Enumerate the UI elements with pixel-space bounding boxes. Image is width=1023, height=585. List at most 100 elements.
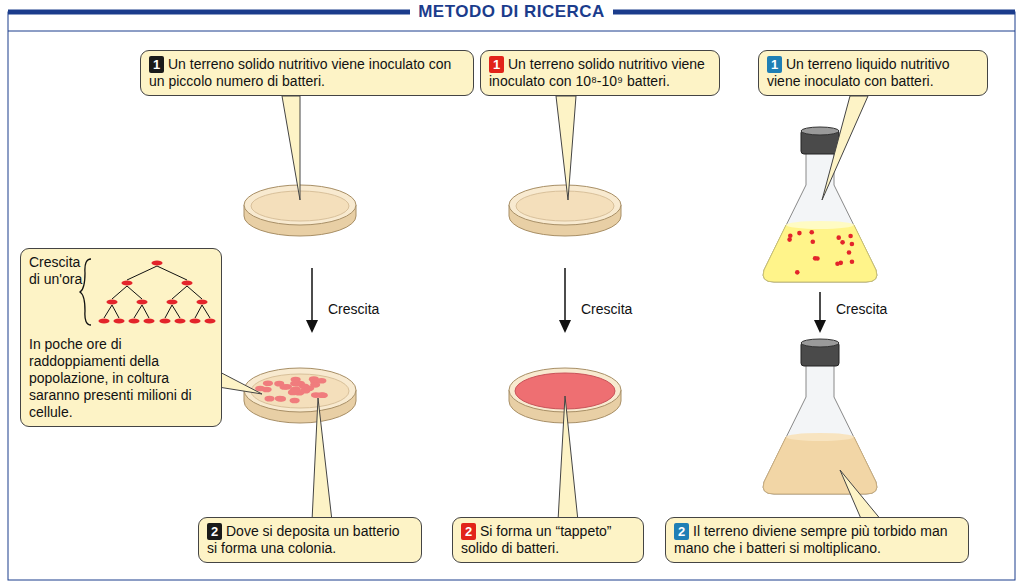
tree-branch (187, 286, 202, 299)
step-label: Crescita (836, 301, 887, 318)
cap-top (801, 339, 839, 347)
tree-branch (134, 305, 142, 318)
cell (114, 318, 125, 323)
bacterium (848, 234, 853, 239)
liquid-surface (786, 433, 854, 441)
colony (291, 377, 301, 383)
callout-text: Il terreno diviene sempre più torbido ma… (674, 523, 947, 556)
title-rule (8, 31, 1015, 32)
tree-branch (142, 305, 149, 318)
dish-rim (509, 185, 621, 225)
bacterium (788, 233, 793, 238)
arrow-shaft (311, 268, 313, 322)
title: METODO DI RICERCA (410, 2, 613, 21)
liquid-surface (786, 221, 854, 229)
liquid-medium (763, 225, 877, 282)
cell (144, 318, 155, 323)
flask-glass (763, 364, 877, 494)
callout-text: Un terreno solido nutritivo viene inocul… (489, 56, 705, 89)
tree-branch (195, 305, 202, 318)
callout-tail (840, 470, 882, 521)
cell (99, 318, 110, 323)
doubling-tree (79, 255, 219, 331)
callout-text-line: 1Un terreno solido nutritivo viene inocu… (149, 56, 465, 90)
colony (316, 378, 326, 384)
callout-box: 1Un terreno liquido nutritivo viene inoc… (758, 50, 988, 96)
colony (265, 396, 275, 402)
colony (279, 384, 289, 390)
step-number: 1 (149, 56, 164, 73)
dish-rim (244, 368, 356, 412)
tree-branch (172, 286, 187, 299)
growth-label: Crescita di un'ora (29, 254, 83, 336)
flask (763, 339, 877, 494)
dish-medium (251, 374, 349, 408)
callout-tail (822, 96, 868, 200)
step-label: Crescita (328, 301, 379, 318)
callout-box: 1Un terreno solido nutritivo viene inocu… (480, 50, 720, 96)
brace (80, 259, 91, 325)
cell (137, 299, 148, 304)
step-label: Crescita (581, 301, 632, 318)
cell (205, 318, 216, 323)
title-bar-text: METODO DI RICERCA (0, 2, 1023, 22)
cap-top (801, 127, 839, 135)
callout-text: Si forma un “tappeto” solido di batteri. (461, 523, 612, 556)
callout-text-line: 2Dove si deposita un batterio si forma u… (207, 523, 413, 557)
cell (167, 299, 178, 304)
cell (175, 318, 186, 323)
cell (152, 260, 163, 265)
step-number: 2 (674, 523, 689, 540)
colony (304, 385, 314, 391)
flask (763, 127, 877, 282)
callout-box: 2Il terreno diviene sempre più torbido m… (665, 517, 969, 563)
cell (182, 280, 193, 285)
cell (129, 318, 140, 323)
turbid-medium (763, 437, 877, 494)
tree-branch (104, 305, 112, 318)
cell (197, 299, 208, 304)
bacterium (809, 230, 814, 235)
arrow-shaft (819, 292, 821, 322)
callout-box: 2Dove si deposita un batterio si forma u… (198, 517, 422, 563)
callout-box: 1Un terreno solido nutritivo viene inocu… (140, 50, 474, 96)
arrow-head (559, 320, 571, 333)
bacterium (847, 250, 852, 255)
colony (291, 387, 301, 393)
step-number: 2 (461, 523, 476, 540)
bacteria-dots (787, 230, 854, 275)
callout-text-line: 1Un terreno liquido nutritivo viene inoc… (767, 56, 979, 90)
callout-tail (558, 396, 578, 521)
flask-glass (763, 152, 877, 282)
petri-dish (244, 368, 356, 423)
tree-branch (127, 286, 142, 299)
callout-text-line: 2Si forma un “tappeto” solido di batteri… (461, 523, 635, 557)
growth-arrows (306, 268, 826, 333)
colony (255, 386, 265, 392)
colony (290, 398, 300, 404)
callout-text: In poche ore di raddoppiamenti della pop… (29, 336, 213, 421)
bacterium (797, 231, 802, 236)
callout-tails (212, 96, 882, 521)
cell (190, 318, 201, 323)
callout-text: Un terreno solido nutritivo viene inocul… (149, 56, 451, 89)
callout-tail (282, 96, 300, 200)
callout-text-line: 1Un terreno solido nutritivo viene inocu… (489, 56, 711, 90)
callout-tail (312, 398, 332, 521)
bacterium (810, 239, 815, 244)
bacterium (840, 240, 845, 245)
bacterium (836, 235, 841, 240)
colonies (255, 376, 328, 403)
tree-branch (112, 305, 119, 318)
arrow-shaft (564, 268, 566, 322)
cell (122, 280, 133, 285)
callout-text: Dove si deposita un batterio si forma un… (207, 523, 400, 556)
tree-branch (112, 286, 127, 299)
arrow-head (306, 320, 318, 333)
tree-branch (202, 305, 210, 318)
tree-branch (127, 266, 157, 280)
step-number: 2 (207, 523, 222, 540)
callout-box: 2Si forma un “tappeto” solido di batteri… (452, 517, 644, 563)
callout-text: Un terreno liquido nutritivo viene inocu… (767, 56, 949, 89)
step-number: 1 (767, 56, 782, 73)
